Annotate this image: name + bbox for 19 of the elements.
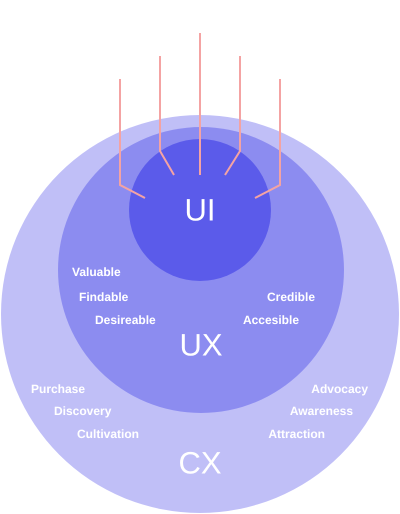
circle-label: Purchase — [31, 383, 86, 395]
leader-line — [224, 56, 241, 176]
circle-title: UX — [179, 330, 223, 360]
circle-label: Findable — [79, 291, 128, 303]
circle-label: Accesible — [242, 314, 299, 326]
leader-line — [254, 79, 281, 199]
leader-line — [159, 56, 175, 176]
circle-title: UI — [184, 194, 216, 226]
circle-label: Attraction — [268, 428, 325, 440]
circle-label: Cultivation — [77, 428, 139, 440]
circle-label: Awareness — [290, 405, 353, 417]
circle-label: Discovery — [54, 405, 112, 417]
circle-label: Advocacy — [311, 383, 368, 395]
circle-label: Credible — [266, 291, 315, 303]
leader-line — [199, 33, 201, 175]
circle-label: Desireable — [95, 314, 156, 326]
leader-line — [119, 79, 146, 199]
circle-label: Valuable — [72, 266, 121, 278]
circle-title: CX — [178, 448, 222, 478]
